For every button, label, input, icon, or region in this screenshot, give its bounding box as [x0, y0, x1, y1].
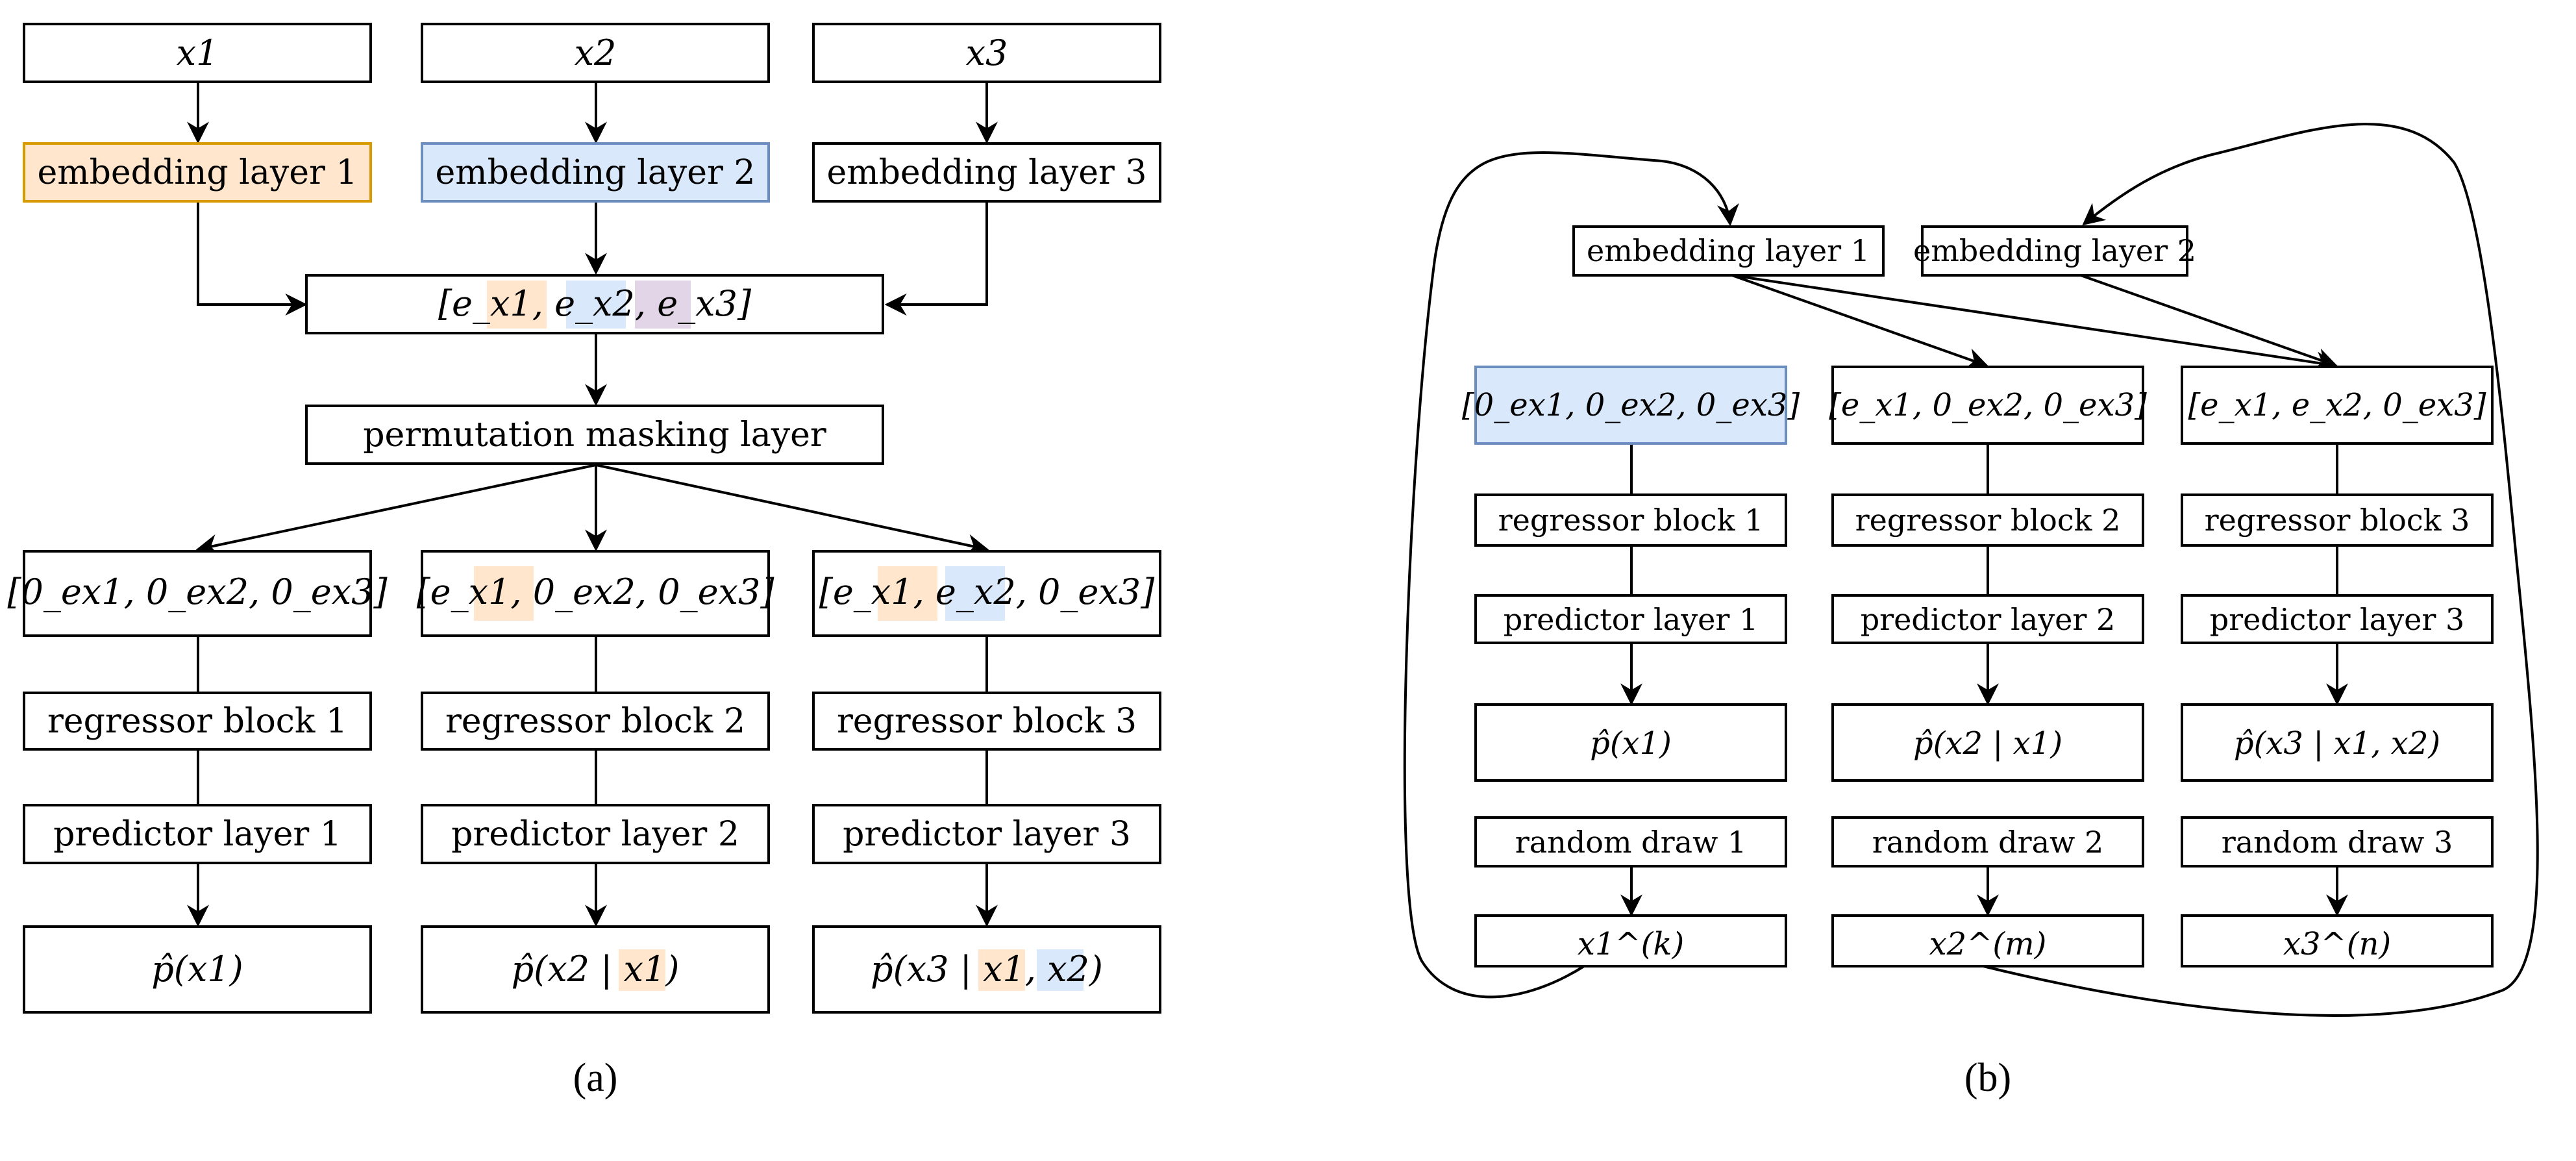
panel-b-text: embedding layer 1 embedding layer 2 [0_e…: [1462, 233, 2486, 1100]
regressor-label-1: regressor block 1: [47, 702, 347, 741]
mask-layer-box: [305, 405, 884, 465]
b-masked-vector-box-2: [1831, 366, 2144, 445]
b-masked-vector-box-1: [1474, 366, 1787, 445]
predictor-label-3: predictor layer 3: [843, 815, 1131, 854]
input-box-x3: [812, 23, 1161, 83]
output-box-1: [23, 925, 372, 1014]
b-masked-vector-label-1: [0_ex1, 0_ex2, 0_ex3]: [1462, 387, 1800, 423]
predictor-label-2: predictor layer 2: [451, 815, 739, 854]
feedback-loop-curve: [1403, 151, 1739, 999]
b-predictor-box-1: [1474, 594, 1787, 644]
b-embedding-label-2: embedding layer 2: [1913, 233, 2196, 268]
b-masked-vector-label-2: [e_x1, 0_ex2, 0_ex3]: [1829, 387, 2147, 423]
predictor-box-1: [23, 804, 372, 864]
panel-a-text: x1 x2 x3 embedding layer 1 embedding lay…: [7, 32, 1155, 1100]
b-random-draw-label-3: random draw 3: [2222, 825, 2453, 860]
input-label-x3: x3: [966, 32, 1008, 73]
b-random-draw-label-2: random draw 2: [1872, 825, 2104, 860]
b-predictor-label-1: predictor layer 1: [1504, 602, 1759, 637]
output-box-2: [421, 925, 770, 1014]
panel-b-edges: [1620, 274, 2348, 917]
b-sample-label-1: x1^(k): [1578, 926, 1684, 962]
panel-a-edges: [187, 82, 998, 927]
b-sample-label-3: x3^(n): [2283, 926, 2391, 962]
regressor-label-2: regressor block 2: [445, 702, 745, 741]
b-output-box-2: [1831, 703, 2144, 782]
b-random-draw-box-2: [1831, 816, 2144, 868]
b-embedding-label-1: embedding layer 1: [1587, 233, 1870, 268]
predictor-label-1: predictor layer 1: [53, 815, 341, 854]
embedding-label-1: embedding layer 1: [38, 153, 358, 192]
masked-vector-label-3: [e_x1, e_x2, 0_ex3]: [819, 571, 1155, 612]
masked-vector-label-1: [0_ex1, 0_ex2, 0_ex3]: [7, 571, 388, 612]
caption-b: (b): [1964, 1056, 2011, 1100]
panel-b-plain-edges: [1630, 444, 2338, 595]
b-sample-box-1: [1474, 914, 1787, 968]
embedding-box-1: [23, 142, 372, 203]
panel-a-highlights: [474, 281, 1084, 991]
b-output-label-1: p̂(x1): [1590, 725, 1672, 762]
panel-a-plain-edges: [197, 636, 988, 804]
embedding-label-2: embedding layer 2: [436, 153, 756, 192]
regressor-label-3: regressor block 3: [837, 702, 1137, 741]
b-regressor-label-2: regressor block 2: [1855, 503, 2121, 538]
b-random-draw-label-1: random draw 1: [1515, 825, 1747, 860]
output-label-3: p̂(x3 | x1, x2): [871, 949, 1103, 990]
b-embedding-box-2: [1921, 225, 2188, 277]
b-random-draw-box-3: [2181, 816, 2494, 868]
b-regressor-label-3: regressor block 3: [2205, 503, 2470, 538]
b-regressor-box-3: [2181, 493, 2494, 547]
panel-b: [1403, 123, 2539, 1017]
b-sample-box-2: [1831, 914, 2144, 968]
b-random-draw-box-1: [1474, 816, 1787, 868]
output-label-1: p̂(x1): [151, 949, 243, 990]
b-regressor-label-1: regressor block 1: [1498, 503, 1764, 538]
input-label-x1: x1: [177, 32, 219, 73]
b-masked-vector-box-3: [2181, 366, 2494, 445]
b-sample-box-3: [2181, 914, 2494, 968]
b-regressor-box-1: [1474, 493, 1787, 547]
predictor-box-2: [421, 804, 770, 864]
predictor-box-3: [812, 804, 1161, 864]
b-output-box-3: [2181, 703, 2494, 782]
embedding-label-3: embedding layer 3: [827, 153, 1147, 192]
b-predictor-box-3: [2181, 594, 2494, 644]
b-predictor-label-3: predictor layer 3: [2210, 602, 2465, 637]
b-output-label-2: p̂(x2 | x1): [1913, 725, 2062, 762]
masked-vector-label-2: [e_x1, 0_ex2, 0_ex3]: [417, 571, 775, 612]
feedback-loop-curve-2: [1983, 123, 2539, 1017]
b-output-label-3: p̂(x3 | x1, x2): [2234, 725, 2440, 762]
output-label-2: p̂(x2 | x1): [512, 949, 680, 990]
embedding-box-3: [812, 142, 1161, 203]
b-sample-label-2: x2^(m): [1929, 926, 2047, 962]
regressor-box-2: [421, 692, 770, 751]
b-embedding-box-1: [1572, 225, 1885, 277]
b-regressor-box-2: [1831, 493, 2144, 547]
masked-vector-box-1: [23, 550, 372, 637]
input-label-x2: x2: [575, 32, 617, 73]
input-box-x2: [421, 23, 770, 83]
mask-layer-label: permutation masking layer: [363, 416, 826, 455]
regressor-box-3: [812, 692, 1161, 751]
regressor-box-1: [23, 692, 372, 751]
b-masked-vector-label-3: [e_x1, e_x2, 0_ex3]: [2188, 387, 2486, 423]
caption-a: (a): [573, 1056, 618, 1100]
b-output-box-1: [1474, 703, 1787, 782]
b-predictor-box-2: [1831, 594, 2144, 644]
concat-label: [e_x1, e_x2, e_x3]: [438, 283, 752, 324]
embedding-box-2: [421, 142, 770, 203]
input-box-x1: [23, 23, 372, 83]
b-predictor-label-2: predictor layer 2: [1861, 602, 2116, 637]
